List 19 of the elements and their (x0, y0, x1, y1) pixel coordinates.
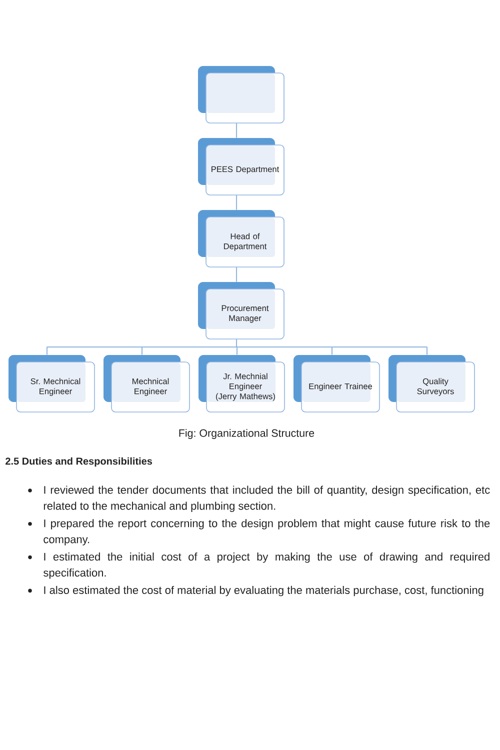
connector-line (236, 266, 237, 282)
org-box: Mechnical Engineer (104, 355, 190, 412)
org-box (198, 66, 284, 124)
connector-line (236, 122, 237, 138)
bullet-text: I reviewed the tender documents that included the bill of quantity, design specification, etc related to the mechanical and plumbing section. (44, 486, 490, 512)
bullet-text: I estimated the initial cost of a project by making the use of drawing and required specification. (44, 552, 490, 579)
org-box: Sr. Mechnical Engineer (8, 355, 95, 412)
bullet-text: I also estimated the cost of material by evaluating the materials purchase, cost, functioning (44, 586, 484, 596)
org-box: Quality Surveyors (388, 355, 475, 412)
org-box: Procurement Manager (198, 282, 284, 340)
org-box: Jr. Mechnial Engineer (Jerry Mathews) (198, 355, 285, 412)
bullet-text: I prepared the report concerning to the design problem that might cause future risk to the company. (44, 519, 490, 546)
connector-line (46, 338, 428, 356)
org-box: Head of Department (198, 210, 284, 268)
figure-caption: Fig: Organizational Structure (179, 429, 314, 439)
org-box: Engineer Trainee (294, 355, 380, 412)
section-heading: 2.5 Duties and Responsibilities (6, 457, 152, 467)
org-box: PEES Department (198, 138, 284, 196)
connector-line (236, 194, 237, 210)
